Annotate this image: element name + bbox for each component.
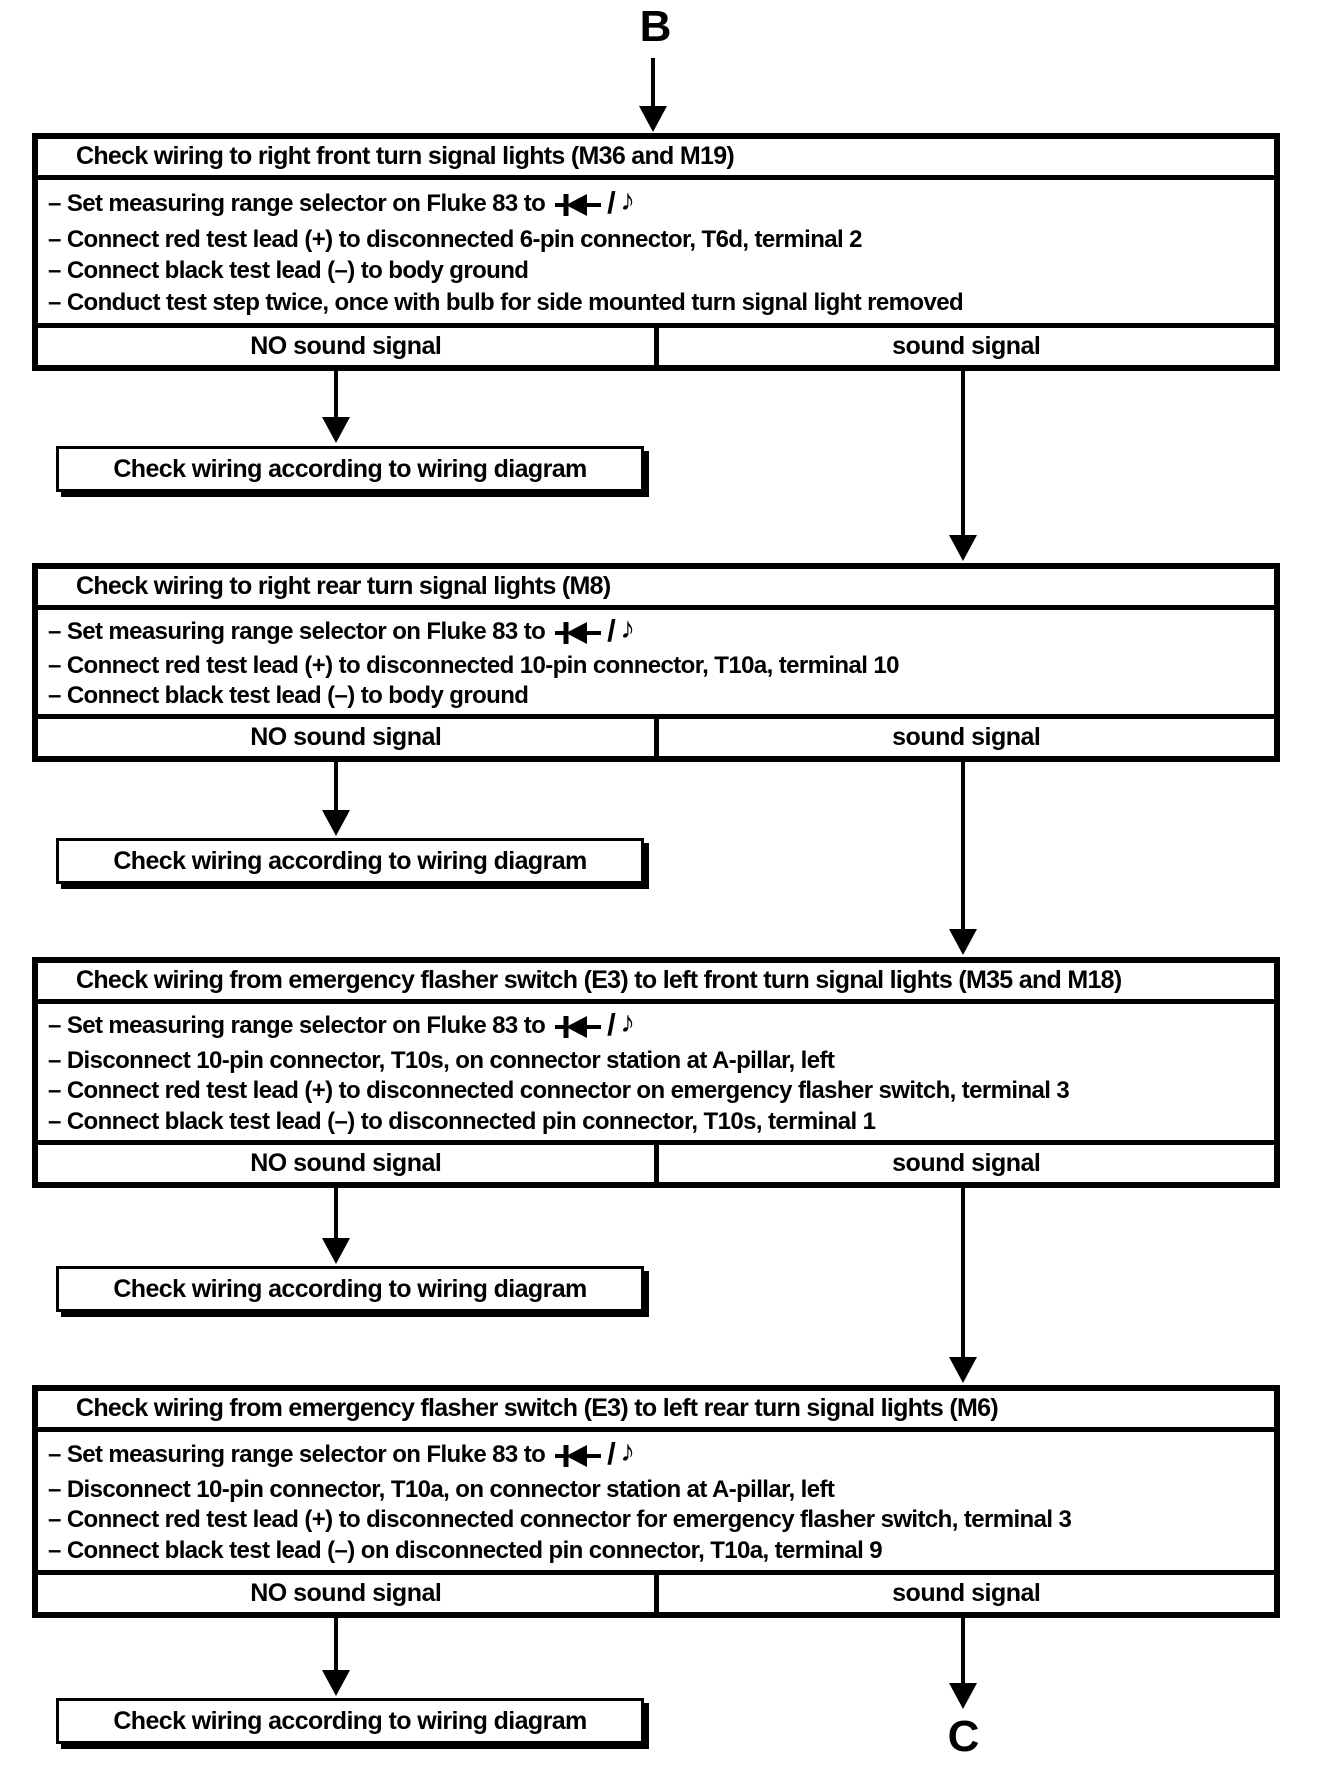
step-item: – Connect red test lead (+) to disconnec… [48, 1506, 1268, 1534]
step-text: – Conduct test step twice, once with bul… [48, 289, 964, 317]
entry-arrowhead-icon [639, 106, 667, 132]
sound-signal-arrow-line [961, 371, 965, 537]
test-block-left-front: Check wiring from emergency flasher swit… [32, 957, 1280, 1188]
wiring-check-box: Check wiring according to wiring diagram [56, 838, 644, 884]
continuity-beeper-icon: ♪ [620, 1434, 635, 1468]
step-item: – Disconnect 10-pin connector, T10a, on … [48, 1476, 1268, 1504]
step-text: – Connect black test lead (–) to body gr… [48, 682, 529, 709]
outcome-no-cell: NO sound signal [250, 723, 442, 751]
step-text: – Set measuring range selector on Fluke … [48, 1440, 546, 1468]
step-item: – Connect red test lead (+) to disconnec… [48, 226, 1268, 254]
step-text: – Connect black test lead (–) to body gr… [48, 257, 529, 285]
sound-signal-arrowhead-icon [949, 929, 977, 955]
step-item: – Connect black test lead (–) on disconn… [48, 1537, 1268, 1565]
sound-signal-arrowhead-icon [949, 1357, 977, 1383]
no-signal-arrow-line [334, 1188, 338, 1240]
outcome-sound-cell: sound signal [653, 328, 1275, 365]
outcome-no-cell: NO sound signal [250, 1149, 442, 1177]
entry-arrow-line [651, 58, 655, 108]
wiring-check-label: Check wiring according to wiring diagram [113, 1274, 587, 1303]
diode-test-icon [555, 622, 602, 644]
step-item: – Set measuring range selector on Fluke … [48, 612, 1268, 650]
step-item: – Disconnect 10-pin connector, T10s, on … [48, 1047, 1268, 1075]
sound-signal-arrow-line [961, 762, 965, 931]
step-text: – Set measuring range selector on Fluke … [48, 1012, 546, 1040]
step-text: – Connect black test lead (–) on disconn… [48, 1537, 883, 1565]
wiring-check-label: Check wiring according to wiring diagram [113, 454, 587, 483]
outcome-row: NO sound signal sound signal [38, 1140, 1274, 1182]
sound-signal-arrow-line [961, 1188, 965, 1359]
no-signal-arrow-line [334, 1618, 338, 1672]
test-block-right-front: Check wiring to right front turn signal … [32, 133, 1280, 371]
slash-glyph: / [607, 184, 616, 220]
no-signal-arrowhead-icon [322, 1670, 350, 1696]
step-item: – Connect black test lead (–) to disconn… [48, 1108, 1268, 1136]
no-signal-arrowhead-icon [322, 810, 350, 836]
wiring-check-box: Check wiring according to wiring diagram [56, 1266, 644, 1312]
block-steps: – Set measuring range selector on Fluke … [38, 610, 1274, 714]
block-title: Check wiring from emergency flasher swit… [38, 1391, 1274, 1432]
diode-test-icon [555, 1444, 602, 1467]
outcome-row: NO sound signal sound signal [38, 323, 1274, 365]
step-text: – Set measuring range selector on Fluke … [48, 189, 546, 217]
step-item: – Connect red test lead (+) to disconnec… [48, 1077, 1268, 1105]
sound-signal-arrow-line [961, 1618, 965, 1685]
step-text: – Connect red test lead (+) to disconnec… [48, 652, 899, 679]
step-text: – Disconnect 10-pin connector, T10s, on … [48, 1046, 835, 1074]
continuity-beeper-icon: ♪ [620, 183, 635, 217]
step-item: – Set measuring range selector on Fluke … [48, 1006, 1268, 1044]
step-text: – Connect black test lead (–) to disconn… [48, 1107, 876, 1135]
step-text: – Set measuring range selector on Fluke … [48, 618, 546, 645]
block-title: Check wiring to right rear turn signal l… [38, 569, 1274, 610]
step-item: – Connect red test lead (+) to disconnec… [48, 652, 1268, 680]
continuity-beeper-icon: ♪ [620, 1006, 635, 1040]
block-title: Check wiring to right front turn signal … [38, 139, 1274, 180]
slash-glyph: / [607, 613, 616, 648]
block-title: Check wiring from emergency flasher swit… [38, 963, 1274, 1004]
sound-signal-arrowhead-icon [949, 1683, 977, 1709]
slash-glyph: / [607, 1435, 616, 1471]
outcome-row: NO sound signal sound signal [38, 1570, 1274, 1612]
step-text: – Disconnect 10-pin connector, T10a, on … [48, 1475, 835, 1503]
no-signal-arrow-line [334, 762, 338, 812]
outcome-sound-cell: sound signal [653, 719, 1275, 756]
no-signal-arrow-line [334, 371, 338, 419]
continuity-beeper-icon: ♪ [620, 612, 635, 645]
sound-signal-arrowhead-icon [949, 535, 977, 561]
block-steps: – Set measuring range selector on Fluke … [38, 180, 1274, 323]
entry-label: B [639, 2, 672, 51]
diode-test-icon [555, 1016, 602, 1039]
slash-glyph: / [607, 1007, 616, 1043]
wiring-check-label: Check wiring according to wiring diagram [113, 846, 587, 875]
block-steps: – Set measuring range selector on Fluke … [38, 1432, 1274, 1570]
step-item: – Connect black test lead (–) to body gr… [48, 257, 1268, 285]
outcome-no-cell: NO sound signal [250, 1579, 442, 1607]
outcome-no-cell: NO sound signal [250, 332, 442, 360]
step-text: – Connect red test lead (+) to disconnec… [48, 1077, 1070, 1105]
exit-label: C [947, 1712, 980, 1761]
block-steps: – Set measuring range selector on Fluke … [38, 1004, 1274, 1140]
step-item: – Conduct test step twice, once with bul… [48, 289, 1268, 317]
outcome-row: NO sound signal sound signal [38, 714, 1274, 756]
step-text: – Connect red test lead (+) to disconnec… [48, 1506, 1072, 1534]
diode-test-icon [555, 193, 602, 216]
wiring-check-box: Check wiring according to wiring diagram [56, 1698, 644, 1744]
outcome-sound-cell: sound signal [653, 1145, 1275, 1182]
step-item: – Set measuring range selector on Fluke … [48, 1434, 1268, 1473]
test-block-left-rear: Check wiring from emergency flasher swit… [32, 1385, 1280, 1618]
step-item: – Connect black test lead (–) to body gr… [48, 682, 1268, 710]
step-item: – Set measuring range selector on Fluke … [48, 183, 1268, 222]
wiring-check-box: Check wiring according to wiring diagram [56, 446, 644, 492]
outcome-sound-cell: sound signal [653, 1575, 1275, 1612]
wiring-check-label: Check wiring according to wiring diagram [113, 1706, 587, 1735]
step-text: – Connect red test lead (+) to disconnec… [48, 225, 863, 253]
no-signal-arrowhead-icon [322, 417, 350, 443]
test-block-right-rear: Check wiring to right rear turn signal l… [32, 563, 1280, 762]
no-signal-arrowhead-icon [322, 1238, 350, 1264]
